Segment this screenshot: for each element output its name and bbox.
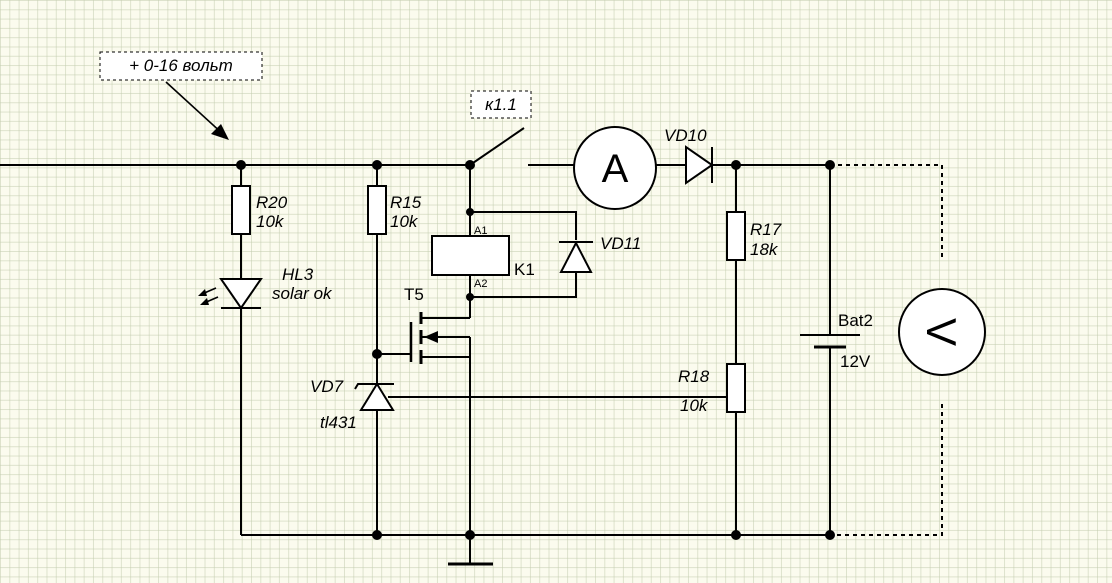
r20-body: [231, 185, 251, 235]
hl3-note: solar ok: [272, 284, 333, 303]
voltmeter-circle: [898, 288, 986, 376]
r15-value: 10k: [390, 212, 419, 231]
k1-ref: K1: [514, 260, 535, 279]
vd11-triangle: [559, 240, 593, 273]
r15-body: [367, 185, 387, 235]
t5-ref: T5: [404, 285, 424, 304]
junctions: [236, 160, 835, 540]
resistor-r17: R17 18k: [726, 211, 782, 261]
resistor-r20: R20 10k: [231, 185, 288, 235]
junction-dot: [731, 160, 741, 170]
led-hl3: HL3 solar ok: [198, 265, 333, 310]
ammeter-circle: [573, 126, 657, 210]
r17-ref: R17: [750, 220, 782, 239]
diode-vd11: VD11: [559, 234, 641, 273]
vd7-part: tl431: [320, 413, 357, 432]
potentiometer-r18: R18 10k: [678, 363, 746, 415]
r18-ref: R18: [678, 367, 710, 386]
junction-dot: [236, 160, 246, 170]
k1-a1: A1: [474, 225, 487, 237]
dashed-wire-top: [830, 164, 943, 260]
input-label: + 0-16 вольт: [129, 56, 233, 75]
bat-value: 12V: [840, 352, 871, 371]
resistor-r15: R15 10k: [367, 185, 422, 235]
junction-dot: [731, 530, 741, 540]
transistor-t5: T5: [404, 285, 470, 364]
t5-arrow: [424, 331, 438, 343]
bat-ref: Bat2: [838, 311, 873, 330]
voltmeter: V: [898, 288, 986, 376]
contact-label-box: [470, 90, 532, 119]
junction-dot: [466, 293, 474, 301]
input-arrow-line: [165, 81, 225, 136]
hl3-ray-head-2: [200, 298, 209, 305]
shunt-regulator-vd7: VD7 tl431: [310, 377, 395, 432]
vd7-triangle: [359, 382, 395, 411]
contact-label: к1.1: [485, 95, 517, 114]
wire-switch-blade: [469, 127, 525, 166]
junction-dot: [466, 208, 474, 216]
vd7-ref: VD7: [310, 377, 344, 396]
junction-dot: [465, 530, 475, 540]
junction-dot: [372, 349, 382, 359]
r20-value: 10k: [256, 212, 285, 231]
vd10-triangle: [685, 145, 714, 185]
vd10-label: VD10: [664, 126, 707, 145]
dashed-wire-bottom: [830, 404, 943, 536]
input-annotation: + 0-16 вольт: [99, 51, 263, 140]
vd7-bar: [354, 383, 394, 390]
input-label-box: [99, 51, 263, 81]
hl3-triangle: [219, 278, 263, 310]
r15-ref: R15: [390, 193, 422, 212]
junction-dot: [372, 160, 382, 170]
junction-dot: [825, 530, 835, 540]
k1-coil: [431, 235, 510, 276]
wire-vd11-top: [470, 211, 577, 240]
ammeter-symbol: A: [602, 147, 629, 191]
junction-dot: [372, 530, 382, 540]
battery-bat2: Bat2 12V: [800, 311, 873, 371]
ammeter: A: [573, 126, 657, 210]
r17-body: [726, 211, 746, 261]
r18-body: [726, 363, 746, 413]
wires: [0, 127, 831, 566]
r18-value: 10k: [680, 396, 709, 415]
input-arrow-head: [211, 124, 229, 140]
hl3-ref: HL3: [282, 265, 314, 284]
voltmeter-dashed-wiring: [830, 164, 943, 536]
relay-k1: A1 A2 K1: [431, 225, 535, 290]
wire-vd11-bottom: [470, 272, 577, 298]
r17-value: 18k: [750, 240, 779, 259]
voltmeter-symbol: V: [918, 318, 965, 346]
junction-dot: [465, 160, 475, 170]
k1-a2: A2: [474, 278, 487, 290]
diode-vd10: VD10: [664, 126, 714, 185]
r20-ref: R20: [256, 193, 288, 212]
vd11-label: VD11: [600, 234, 641, 253]
hl3-ray-head-1: [198, 289, 207, 296]
junction-dot: [825, 160, 835, 170]
